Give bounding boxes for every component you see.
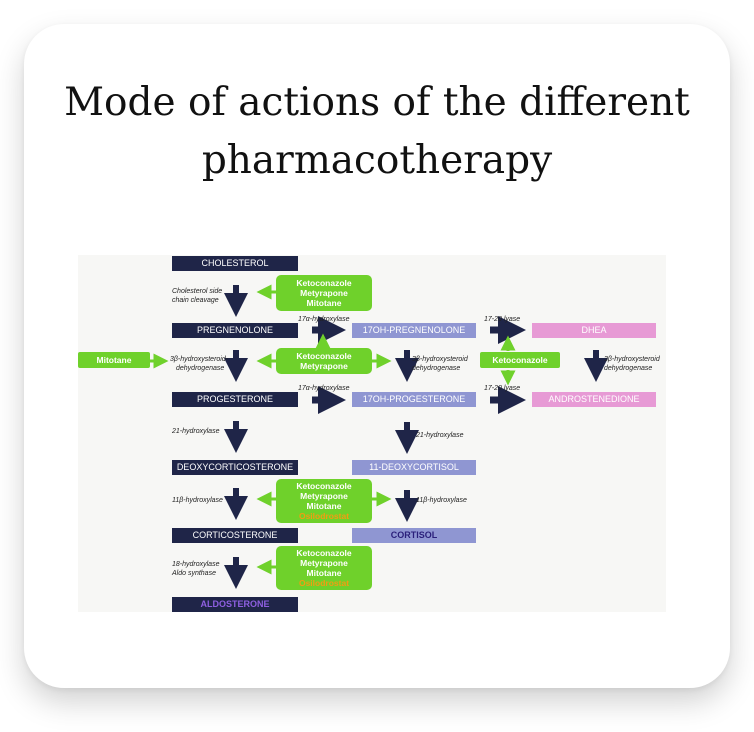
box-progesterone: PROGESTERONE	[172, 392, 298, 407]
drug-name: Mitotane	[306, 568, 342, 578]
note-17-20-lyase-2: 17-20 lyase	[484, 385, 521, 392]
drug-box-11b-hydroxylase: Ketoconazole Metyrapone Mitotane Osilodr…	[276, 479, 372, 523]
box-androstenedione: ANDROSTENEDIONE	[532, 392, 656, 407]
note-3b-hsd-mid-1: 3β-hydroxysteroid	[412, 356, 468, 363]
note-18-hydroxylase-1: 18-hydroxylase	[172, 561, 220, 568]
drug-name: Mitotane	[96, 355, 132, 365]
box-deoxycorticosterone: DEOXYCORTICOSTERONE	[172, 460, 298, 475]
box-aldosterone: ALDOSTERONE	[172, 597, 298, 612]
note-21-hydroxylase-left: 21-hydroxylase	[172, 428, 220, 435]
drug-name: Metyrapone	[300, 558, 348, 568]
drug-name: Metyrapone	[300, 288, 348, 298]
note-17-20-lyase-1: 17-20 lyase	[484, 316, 521, 323]
note-11b-hydroxylase-right: 11β-hydroxylase	[416, 497, 467, 504]
drug-box-3b-hsd: Ketoconazole Metyrapone	[276, 348, 372, 374]
drug-name: Ketoconazole	[296, 481, 352, 491]
note-side-chain-1: Cholesterol side	[172, 288, 223, 295]
note-3b-hsd-right-2: dehydrogenase	[604, 365, 653, 372]
box-pregnenolone: PREGNENOLONE	[172, 323, 298, 338]
box-cortisol: CORTISOL	[352, 528, 476, 543]
drug-name: Metyrapone	[300, 361, 348, 371]
drug-name: Metyrapone	[300, 491, 348, 501]
drug-name: Ketoconazole	[492, 355, 548, 365]
drug-name: Mitotane	[306, 501, 342, 511]
box-cholesterol: CHOLESTEROL	[172, 256, 298, 271]
drug-name: Mitotane	[306, 298, 342, 308]
drug-box-mitotane: Mitotane	[78, 352, 150, 368]
drug-name-osilodrostat: Osilodrostat	[298, 511, 350, 521]
drug-name: Ketoconazole	[296, 278, 352, 288]
note-3b-hsd-left-1: 3β-hydroxysteroid-	[170, 356, 229, 363]
drug-box-ketoconazole-lyase: Ketoconazole	[480, 352, 560, 368]
pathway-arrows	[150, 284, 608, 589]
note-3b-hsd-left-2: dehydrogenase	[176, 365, 225, 372]
drug-box-cholesterol-cleavage: Ketoconazole Metyrapone Mitotane	[276, 275, 372, 311]
steroidogenesis-diagram: CHOLESTEROL PREGNENOLONE 17OH-PREGNENOLO…	[78, 255, 666, 612]
box-11-deoxycortisol: 11-DEOXYCORTISOL	[352, 460, 476, 475]
drug-name: Ketoconazole	[296, 548, 352, 558]
page-title: Mode of actions of the different pharmac…	[64, 80, 690, 183]
box-17oh-pregnenolone: 17OH-PREGNENOLONE	[352, 323, 476, 338]
drug-box-aldo-synthase: Ketoconazole Metyrapone Mitotane Osilodr…	[276, 546, 372, 590]
note-side-chain-2: chain cleavage	[172, 297, 219, 304]
note-21-hydroxylase-right: 21-hydroxylase	[416, 432, 464, 439]
box-corticosterone: CORTICOSTERONE	[172, 528, 298, 543]
note-18-hydroxylase-2: Aldo synthase	[172, 570, 216, 577]
note-3b-hsd-right-1: 3β-hydroxysteroid	[604, 356, 660, 363]
drug-name-osilodrostat: Osilodrostat	[298, 578, 350, 588]
note-17a-hydroxylase-1: 17α-hydroxylase	[298, 316, 350, 323]
note-3b-hsd-mid-2: dehydrogenase	[412, 365, 461, 372]
note-11b-hydroxylase-left: 11β-hydroxylase	[172, 497, 223, 504]
drug-name: Ketoconazole	[296, 351, 352, 361]
box-dhea: DHEA	[532, 323, 656, 338]
note-17a-hydroxylase-2: 17α-hydroxylase	[298, 385, 350, 392]
box-17oh-progesterone: 17OH-PROGESTERONE	[352, 392, 476, 407]
